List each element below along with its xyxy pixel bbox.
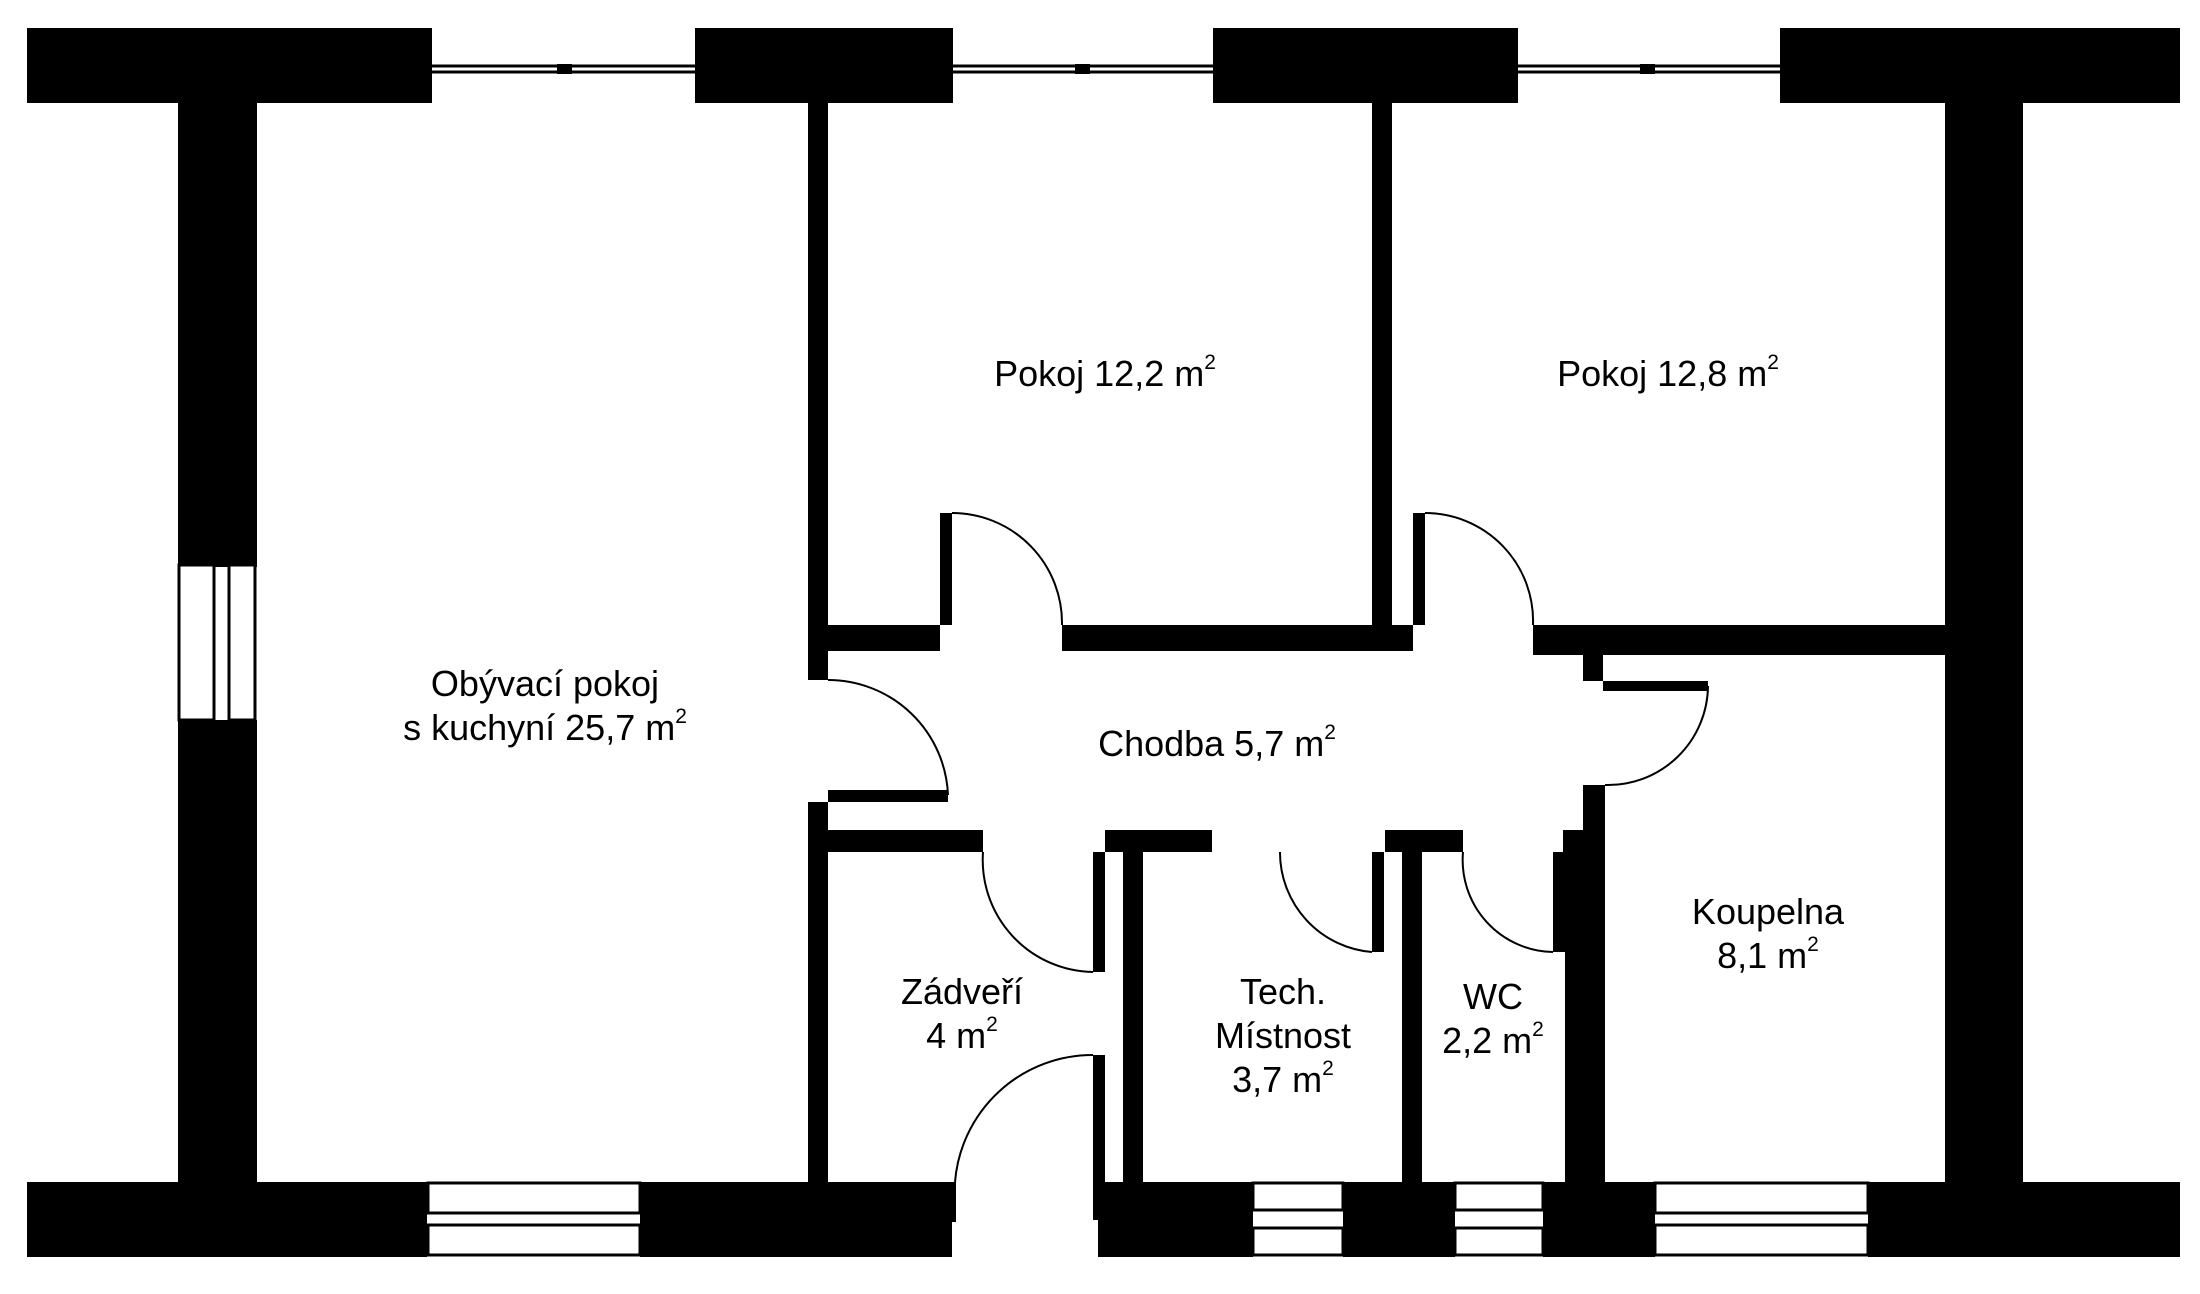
room-label-living: Obývací pokoj s kuchyní 25,7 m2: [403, 662, 687, 750]
door-wc: [1461, 851, 1554, 953]
room-area: 3,7 m: [1232, 1059, 1323, 1100]
area-unit-exponent: 2: [1532, 1018, 1544, 1041]
room-area: 2,2 m: [1442, 1020, 1533, 1061]
wall-wc-top-right: [1563, 830, 1585, 852]
door-living: [827, 678, 949, 802]
room-label-line: 8,1 m2: [1692, 934, 1844, 978]
room-label-line: Zádveří: [900, 971, 1024, 1012]
window-bottom-tech: [1251, 1181, 1345, 1257]
wall-vestibule-top: [808, 830, 983, 852]
wall-left-lower: [178, 720, 257, 1185]
wall-bottom-3: [1098, 1182, 1253, 1257]
wall-vestibule-right: [1093, 1055, 1105, 1182]
window-left-living: [177, 563, 257, 722]
wall-bottom-5: [1543, 1182, 1655, 1257]
wall-tech-left: [1123, 852, 1143, 1182]
room-label-line: WC: [1463, 976, 1523, 1017]
window-top-room2: [1518, 64, 1780, 74]
wall-top-3: [1213, 28, 1518, 103]
wall-bath-top: [1533, 645, 1945, 655]
room-label-vestibule: Zádveří 4 m2: [901, 970, 1023, 1058]
wall-bottom-6: [1868, 1182, 2180, 1257]
wall-tech-wc: [1402, 852, 1422, 1182]
wall-room1-room2: [1372, 100, 1392, 635]
room-label-line: Chodba 5,7 m2: [1098, 722, 1336, 766]
doors: [827, 512, 1709, 1222]
room-area: Pokoj 12,2 m: [994, 353, 1205, 394]
door-room1: [940, 512, 1064, 626]
room-label-line: Tech.: [1239, 971, 1327, 1012]
wall-top-1: [27, 28, 432, 103]
room-label-line: 3,7 m2: [1215, 1058, 1351, 1102]
window-bottom-wc: [1453, 1181, 1545, 1257]
door-entrance: [950, 1053, 1094, 1222]
room-label-line: Koupelna: [1691, 891, 1845, 932]
window-bottom-living: [426, 1181, 642, 1257]
room-label-line: Obývací pokoj: [430, 663, 660, 704]
wall-living-vestibule: [808, 802, 828, 1182]
door-vestibule: [981, 851, 1094, 973]
wall-wc-top: [1385, 830, 1463, 852]
wall-bottom-4: [1343, 1182, 1455, 1257]
door-jamb-vestibule: [1093, 852, 1105, 972]
area-unit-exponent: 2: [1807, 933, 1819, 956]
room-label-tech: Tech. Místnost 3,7 m2: [1215, 970, 1351, 1102]
area-unit-exponent: 2: [675, 705, 687, 728]
wall-right: [1945, 100, 2023, 1185]
wall-top-4: [1780, 28, 2180, 103]
wall-living-room1: [808, 100, 828, 680]
door-tech: [1278, 851, 1373, 953]
window-top-living: [432, 64, 695, 74]
wall-room2-bottom-a: [1390, 625, 1413, 651]
door-jamb-wc: [1553, 852, 1565, 952]
door-jamb-room2: [1413, 513, 1425, 625]
wall-left-upper: [178, 100, 257, 567]
room-label-line: Pokoj 12,8 m2: [1557, 352, 1779, 396]
wall-bottom-2: [640, 1182, 952, 1257]
room-label-line: s kuchyní 25,7 m2: [403, 706, 687, 750]
room-label-line: 4 m2: [901, 1014, 1023, 1058]
wall-bath-stub: [1583, 651, 1603, 681]
room-label-hall: Chodba 5,7 m2: [1098, 722, 1336, 766]
room-label-bath: Koupelna 8,1 m2: [1692, 890, 1844, 978]
wall-top-2: [695, 28, 953, 103]
wall-entry-stub: [1093, 1180, 1105, 1220]
room-label-wc: WC 2,2 m2: [1442, 975, 1544, 1063]
area-unit-exponent: 2: [1767, 351, 1779, 374]
window-bottom-bath: [1653, 1181, 1870, 1257]
door-jamb-tech: [1372, 852, 1384, 952]
room-area: Pokoj 12,8 m: [1557, 353, 1768, 394]
area-unit-exponent: 2: [1322, 1057, 1334, 1080]
room-label-room1: Pokoj 12,2 m2: [994, 352, 1216, 396]
window-top-room1: [953, 64, 1213, 74]
room-label-room2: Pokoj 12,8 m2: [1557, 352, 1779, 396]
walls: [27, 28, 2180, 1257]
room-area: Chodba 5,7 m: [1098, 723, 1325, 764]
door-room2: [1424, 512, 1535, 626]
area-unit-exponent: 2: [1204, 351, 1216, 374]
room-area: s kuchyní 25,7 m: [403, 707, 676, 748]
wall-tech-top: [1105, 830, 1212, 852]
room-area: 8,1 m: [1717, 935, 1808, 976]
room-label-line: 2,2 m2: [1442, 1019, 1544, 1063]
wall-bath-left: [1583, 785, 1605, 1182]
area-unit-exponent: 2: [1324, 721, 1336, 744]
door-bathroom: [1603, 681, 1709, 787]
wall-room1-bottom-b: [1062, 625, 1410, 651]
room-label-line: Pokoj 12,2 m2: [994, 352, 1216, 396]
wall-room1-bottom-a: [828, 625, 940, 651]
wall-bottom-1: [27, 1182, 427, 1257]
room-label-line: Místnost: [1214, 1015, 1352, 1056]
area-unit-exponent: 2: [986, 1013, 998, 1036]
wall-wc-right: [1565, 852, 1585, 1182]
room-area: 4 m: [926, 1015, 987, 1056]
windows: [177, 64, 1870, 1257]
